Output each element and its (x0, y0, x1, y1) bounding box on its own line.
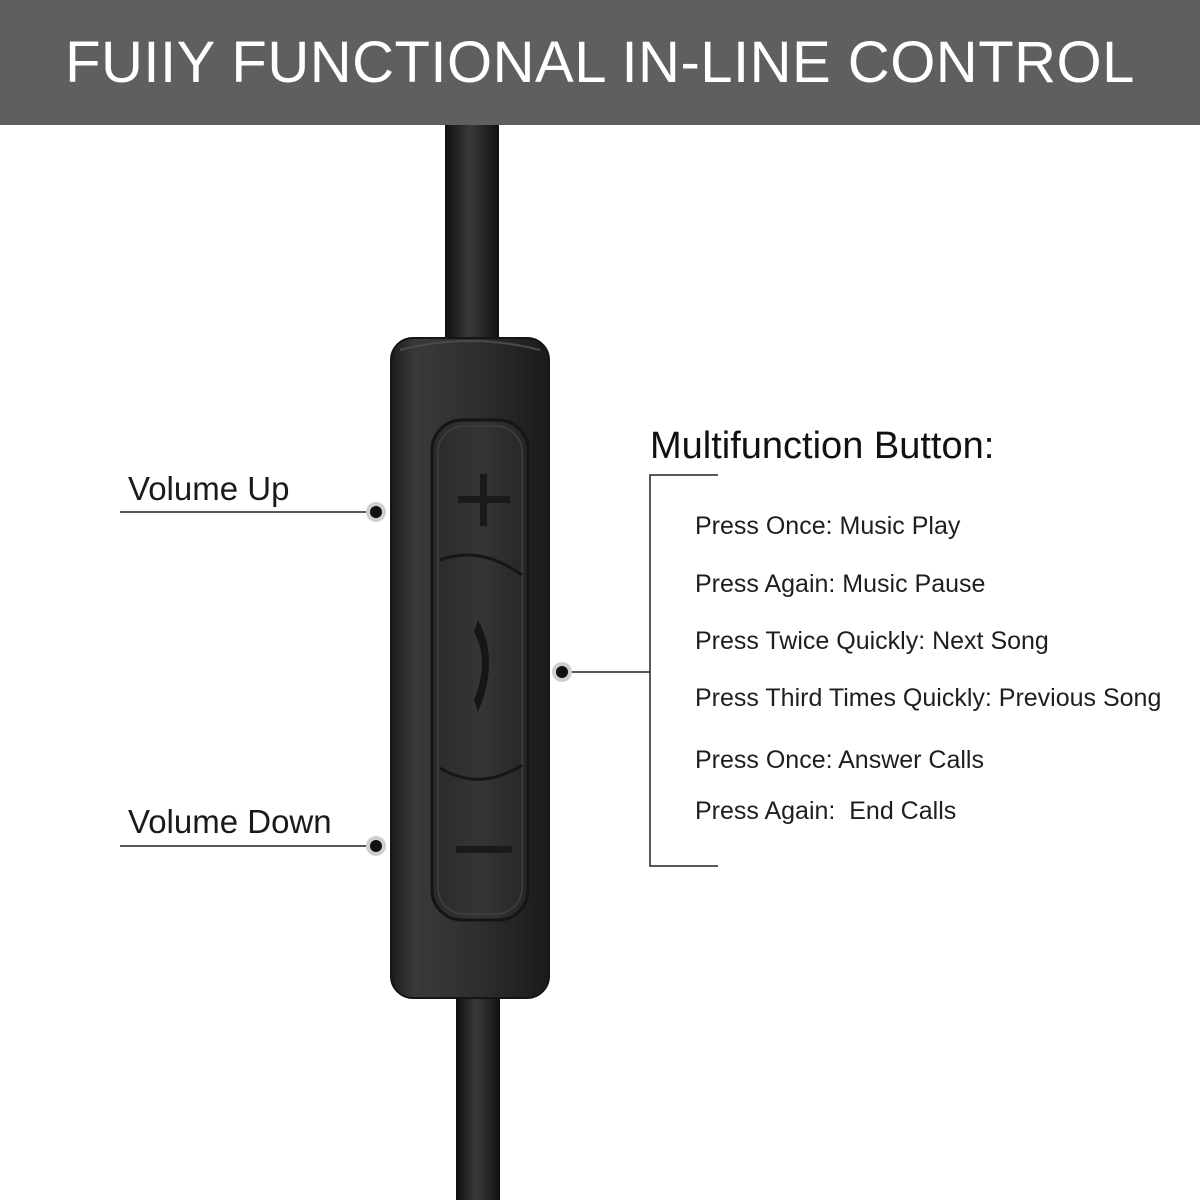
multifunction-item: Press Third Times Quickly: Previous Song (695, 684, 1162, 712)
volume-down-label: Volume Down (128, 803, 332, 840)
multifunction-item: Press Once: Music Play (695, 512, 961, 540)
minus-icon (456, 846, 512, 853)
cable-bottom (456, 990, 500, 1200)
multifunction-item: Press Once: Answer Calls (695, 746, 984, 774)
multifunction-bracket (649, 474, 718, 867)
volume-up-label: Volume Up (128, 470, 290, 507)
multifunction-item: Press Again: End Calls (695, 797, 957, 825)
multifunction-item: Press Twice Quickly: Next Song (695, 627, 1049, 655)
phone-icon (474, 620, 489, 712)
plus-icon (458, 474, 510, 526)
multifunction-title: Multifunction Button: (650, 425, 995, 467)
header-banner: FUIIY FUNCTIONAL IN-LINE CONTROL (0, 0, 1200, 125)
cable-top (445, 125, 499, 345)
button-panel (430, 418, 530, 922)
page-title: FUIIY FUNCTIONAL IN-LINE CONTROL (65, 30, 1135, 95)
multifunction-item: Press Again: Music Pause (695, 570, 986, 598)
